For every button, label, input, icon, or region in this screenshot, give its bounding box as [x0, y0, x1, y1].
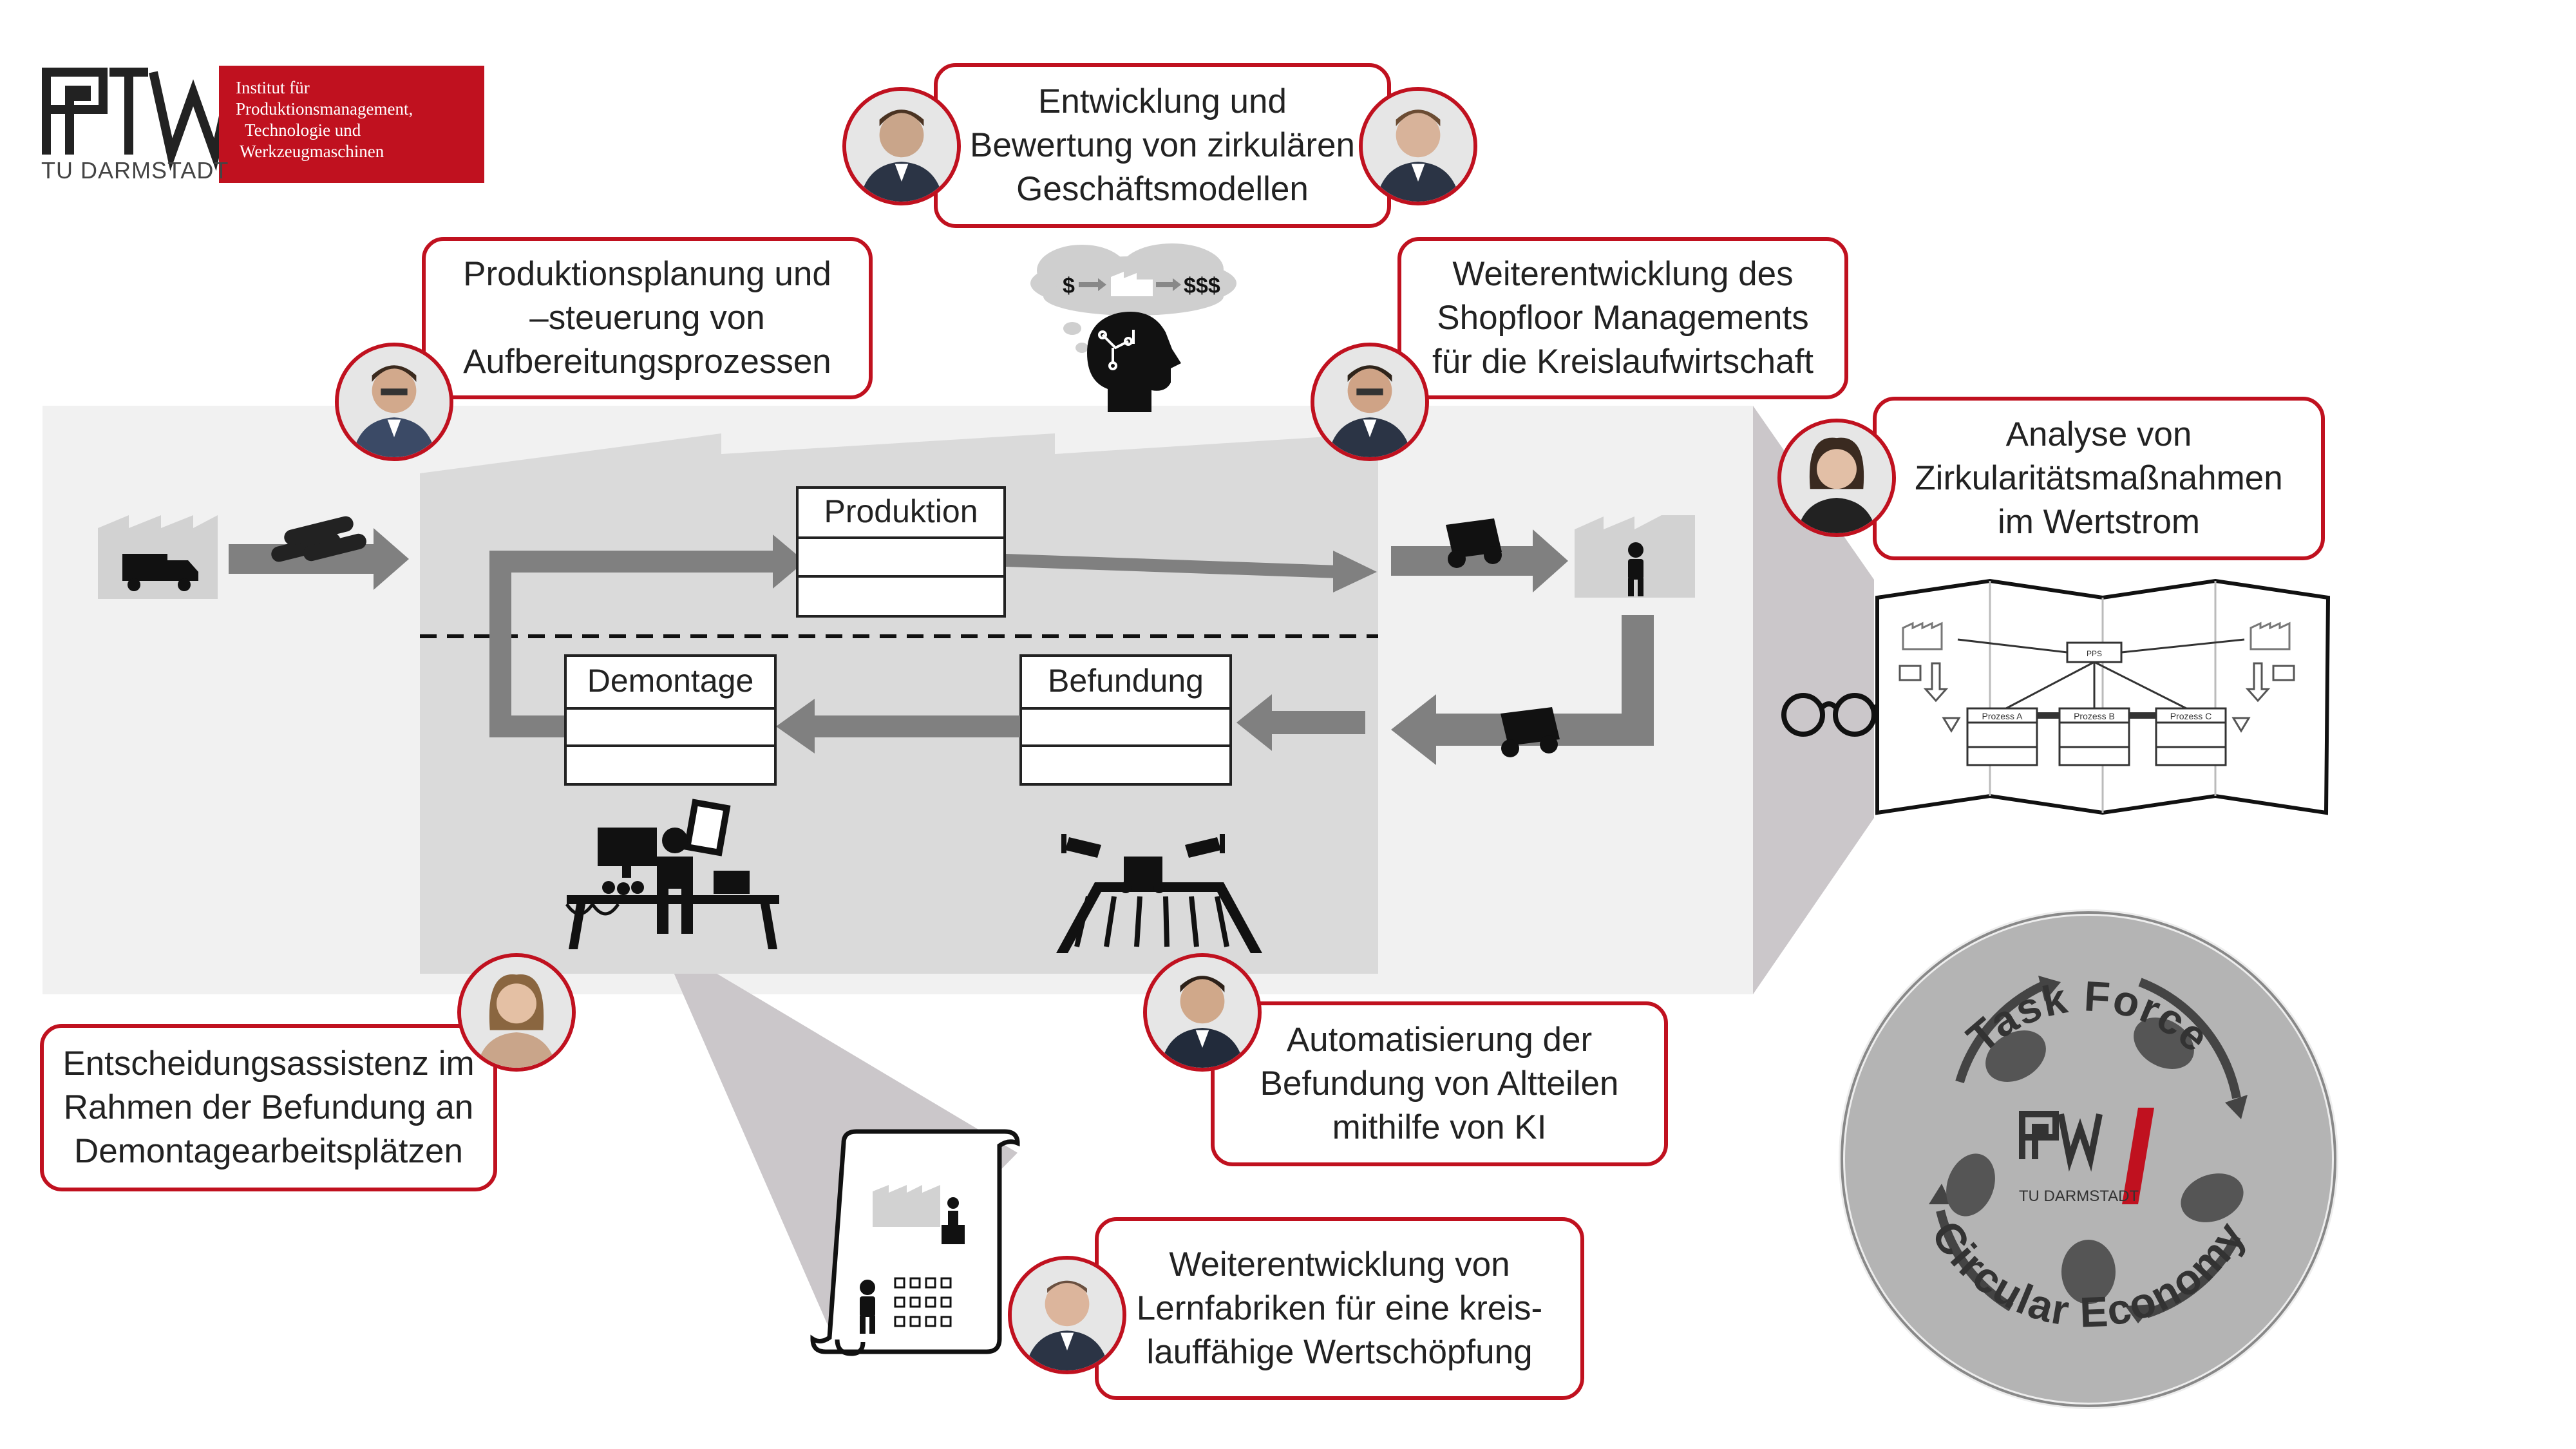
callout-line: Demontagearbeitsplätzen	[73, 1132, 463, 1170]
avatar-production-planning	[335, 343, 453, 461]
production-out-arrow	[1006, 551, 1377, 592]
callout-line: für die Kreislaufwirtschaft	[1432, 343, 1814, 381]
avatar-ai-inspection	[1143, 953, 1262, 1072]
disassembly-process-box	[564, 654, 777, 786]
production-label: Produktion	[824, 493, 978, 529]
callout-line: Weiterentwicklung des	[1452, 255, 1794, 293]
inbound-arrow	[229, 516, 409, 590]
callout-line: –steuerung von	[529, 299, 765, 337]
production-process-box	[796, 486, 1006, 618]
disassembly-workstation-icon	[565, 799, 779, 949]
institute-line-1: Institut für	[236, 78, 310, 97]
callout-line: Weiterentwicklung von	[1169, 1245, 1510, 1283]
inspection-conveyor-icon	[1056, 834, 1262, 953]
outbound-arrow	[1391, 518, 1568, 592]
disassembly-label: Demontage	[587, 663, 754, 699]
institute-line-4: Werkzeugmaschinen	[240, 142, 384, 161]
callout-line: Rahmen der Befundung an	[63, 1088, 474, 1126]
supplier-factory-icon	[98, 515, 218, 599]
callout-line: mithilfe von KI	[1332, 1108, 1547, 1146]
ai-head-icon	[1087, 312, 1181, 412]
loop-arrow-to-production	[489, 535, 805, 737]
callout-line: Analyse von	[2005, 415, 2192, 453]
avatar-shopfloor-management	[1311, 343, 1429, 461]
inspection-in-arrow	[1236, 694, 1365, 751]
callout-line: Entscheidungsassistenz im	[62, 1045, 475, 1083]
avatar-business-models-left	[842, 87, 961, 205]
inspection-process-box	[1019, 654, 1232, 786]
learning-factory-scroll	[810, 1129, 1020, 1356]
callout-line: Befundung von Altteilen	[1260, 1065, 1619, 1103]
callout-learning-factories: Weiterentwicklung von Lernfabriken für e…	[1095, 1217, 1584, 1400]
money-low-label: $	[1063, 274, 1075, 298]
avatar-business-models-right	[1359, 87, 1477, 205]
callout-line: lauffähige Wertschöpfung	[1146, 1333, 1533, 1371]
institute-line-2: Produktionsmanagement,	[236, 99, 413, 118]
callout-business-models: Entwicklung und Bewertung von zirkulären…	[934, 63, 1391, 228]
callout-shopfloor-management: Weiterentwicklung des Shopfloor Manageme…	[1397, 237, 1848, 399]
callout-line: Shopfloor Managements	[1437, 299, 1809, 337]
callout-line: im Wertstrom	[1997, 503, 2201, 541]
vsm-center-label: PPS	[2087, 649, 2102, 658]
return-arrow	[1391, 615, 1654, 765]
university-name: TU DARMSTADT	[41, 157, 229, 184]
avatar-learning-factories	[1008, 1256, 1126, 1374]
callout-line: Zirkularitätsmaßnahmen	[1915, 459, 2283, 497]
institute-logo-box: Institut für Produktionsmanagement, Tech…	[219, 66, 484, 183]
vsm-process-b-label: Prozess B	[2074, 711, 2115, 721]
inspection-to-disassembly-arrow	[776, 699, 1020, 753]
badge-university: TU DARMSTADT	[2019, 1188, 2139, 1205]
task-force-badge: Task Force Circular Economy TU DARMSTADT	[1839, 909, 2338, 1409]
callout-line: Automatisierung der	[1286, 1021, 1593, 1059]
inspection-label: Befundung	[1048, 663, 1204, 699]
callout-line: Produktionsplanung und	[463, 255, 831, 293]
avatar-decision-assistance	[457, 953, 576, 1072]
ptw-logo-mark	[42, 68, 238, 171]
callout-circularity-analysis: Analyse von Zirkularitätsmaßnahmen im We…	[1873, 397, 2325, 560]
callout-line: Lernfabriken für eine kreis-	[1136, 1289, 1543, 1327]
callout-ai-inspection: Automatisierung der Befundung von Alttei…	[1211, 1001, 1668, 1166]
callout-decision-assistance: Entscheidungsassistenz im Rahmen der Bef…	[40, 1024, 497, 1191]
money-high-label: $$$	[1184, 274, 1220, 298]
callout-line: Entwicklung und	[1038, 82, 1287, 120]
callout-line: Geschäftsmodellen	[1016, 170, 1309, 208]
value-stream-map: PPS Prozess A Prozess B Prozess C	[1875, 578, 2331, 815]
customer-factory-icon	[1575, 515, 1695, 598]
callout-production-planning: Produktionsplanung und –steuerung von Au…	[422, 237, 873, 399]
callout-line: Aufbereitungsprozessen	[463, 343, 831, 381]
institute-line-3: Technologie und	[245, 120, 361, 140]
vsm-process-a-label: Prozess A	[1982, 711, 2023, 721]
business-model-thought-cloud	[1030, 243, 1236, 353]
callout-line: Bewertung von zirkulären	[969, 126, 1356, 164]
badge-logo-slash	[2122, 1108, 2154, 1204]
avatar-circularity-analysis	[1777, 419, 1896, 537]
vsm-process-c-label: Prozess C	[2170, 711, 2212, 721]
